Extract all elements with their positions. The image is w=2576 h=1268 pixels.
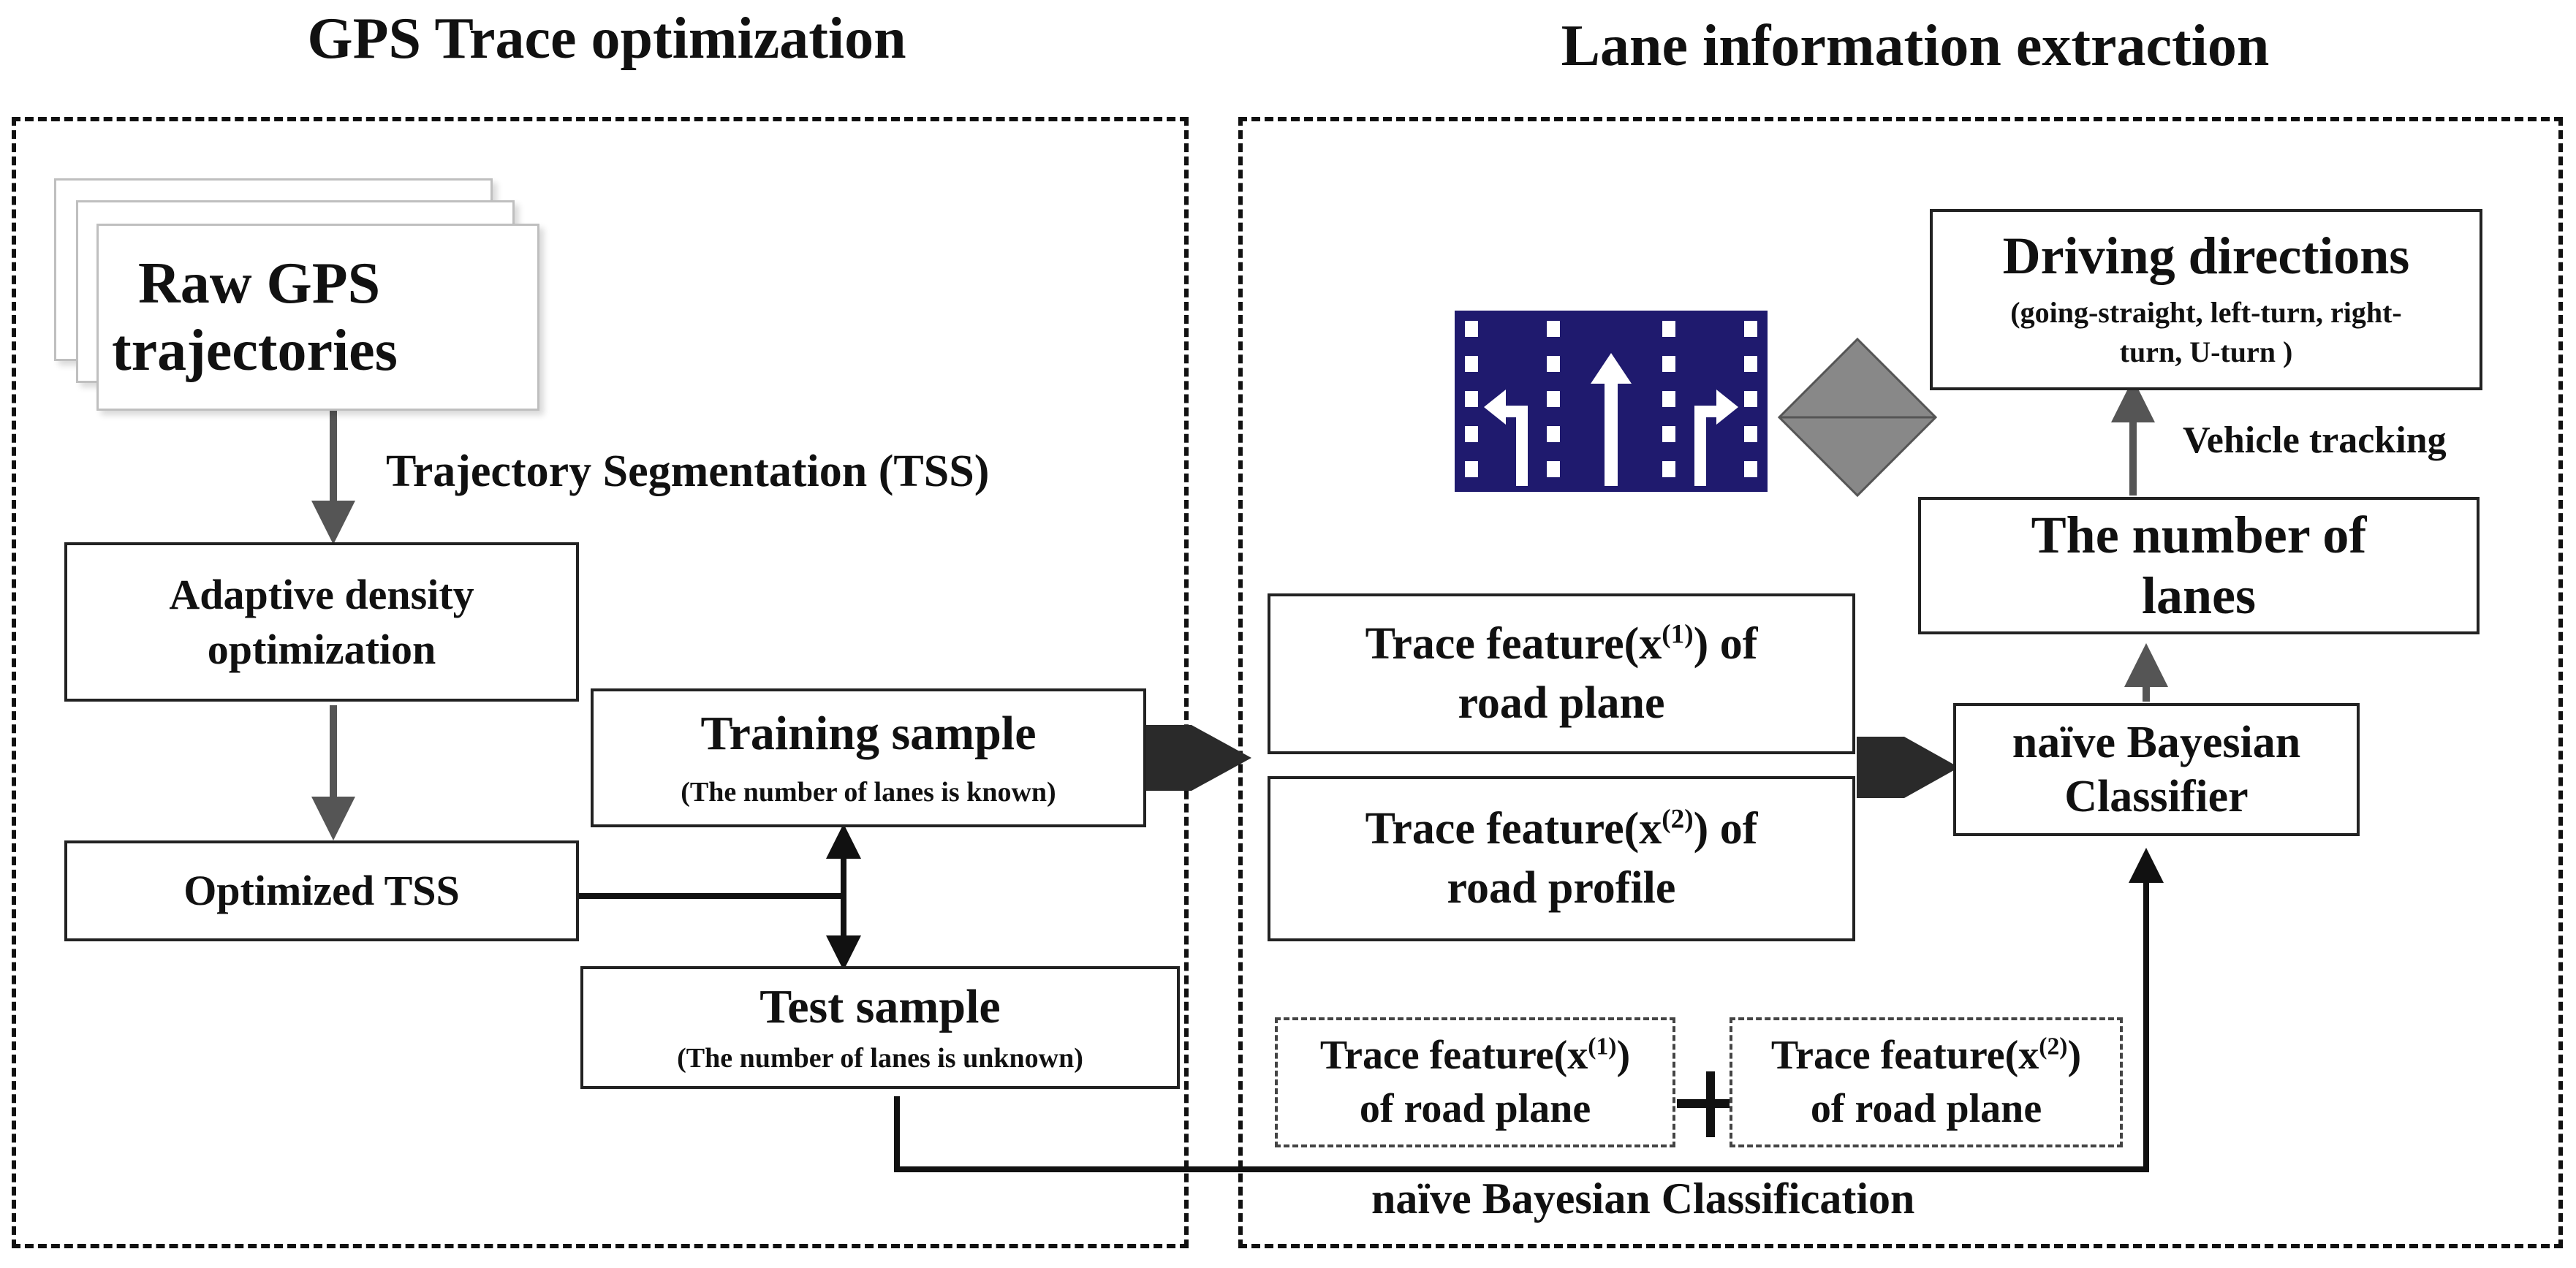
- dashed-feature-2-line2: of road plane: [1810, 1086, 2042, 1131]
- training-sample-box: Training sample (The number of lanes is …: [591, 688, 1146, 827]
- dashed-feature-2-line1: Trace feature(x(2)): [1770, 1033, 2082, 1079]
- driving-line2: turn, U-turn ): [2119, 335, 2293, 368]
- optimized-tss-box: Optimized TSS: [64, 840, 579, 941]
- feature-plane-line1: Trace feature(x(1)) of: [1365, 619, 1758, 669]
- training-title: Training sample: [700, 706, 1037, 760]
- left-panel: [12, 117, 1189, 1248]
- driving-directions-box: Driving directions (going-straight, left…: [1930, 209, 2482, 390]
- test-title: Test sample: [759, 979, 1001, 1033]
- arrow-features-to-classifier: [1857, 737, 1959, 798]
- training-note: (The number of lanes is known): [681, 776, 1056, 808]
- feature-profile-line2: road profile: [1447, 863, 1676, 913]
- feature-profile-line1: Trace feature(x(2)) of: [1365, 804, 1758, 854]
- right-panel: [1238, 117, 2563, 1248]
- left-panel-title: GPS Trace optimization: [307, 7, 906, 71]
- diamond-icon: [1776, 336, 1939, 498]
- driving-line1: (going-straight, left-turn, right-: [2010, 295, 2402, 329]
- lanes-line1: The number of: [2031, 506, 2367, 565]
- classifier-line1: naïve Bayesian: [2012, 717, 2301, 767]
- feature-plane-box: Trace feature(x(1)) of road plane: [1268, 593, 1855, 754]
- dashed-feature-1-line1: Trace feature(x(1)): [1319, 1033, 1631, 1079]
- lanes-line2: lanes: [2141, 566, 2257, 625]
- segmentation-label: Trajectory Segmentation (TSS): [386, 447, 990, 496]
- classifier-line2: Classifier: [2064, 772, 2249, 821]
- raw-gps-box: Raw GPS trajectories: [96, 224, 539, 411]
- line-test-to-classifier: [894, 848, 2164, 1172]
- optimized-tss-label: Optimized TSS: [183, 867, 460, 915]
- lanes-box: The number of lanes: [1918, 497, 2480, 634]
- adaptive-line1: Adaptive density: [169, 570, 474, 618]
- raw-gps-line2: trajectories: [112, 319, 398, 383]
- vehicle-tracking-label: Vehicle tracking: [2183, 419, 2447, 461]
- dashed-feature-1-line2: of road plane: [1359, 1086, 1591, 1131]
- classification-label: naïve Bayesian Classification: [1371, 1174, 1915, 1223]
- classifier-box: naïve Bayesian Classifier: [1953, 703, 2360, 836]
- lane-arrows-icon: [1455, 311, 1768, 492]
- feature-plane-line2: road plane: [1458, 678, 1665, 728]
- driving-title: Driving directions: [2002, 227, 2410, 286]
- feature-profile-box: Trace feature(x(2)) of road profile: [1268, 776, 1855, 941]
- dashed-feature-1-box: Trace feature(x(1)) of road plane: [1275, 1017, 1675, 1147]
- raw-gps-line1: Raw GPS: [138, 251, 381, 316]
- adaptive-line2: optimization: [207, 626, 436, 673]
- right-panel-title: Lane information extraction: [1561, 14, 2270, 78]
- dashed-feature-2-box: Trace feature(x(2)) of road plane: [1730, 1017, 2123, 1147]
- arrow-training-to-features: [1144, 725, 1251, 791]
- adaptive-density-box: Adaptive density optimization: [64, 542, 579, 702]
- test-sample-box: Test sample (The number of lanes is unkn…: [580, 966, 1180, 1089]
- test-note: (The number of lanes is unknown): [677, 1042, 1083, 1074]
